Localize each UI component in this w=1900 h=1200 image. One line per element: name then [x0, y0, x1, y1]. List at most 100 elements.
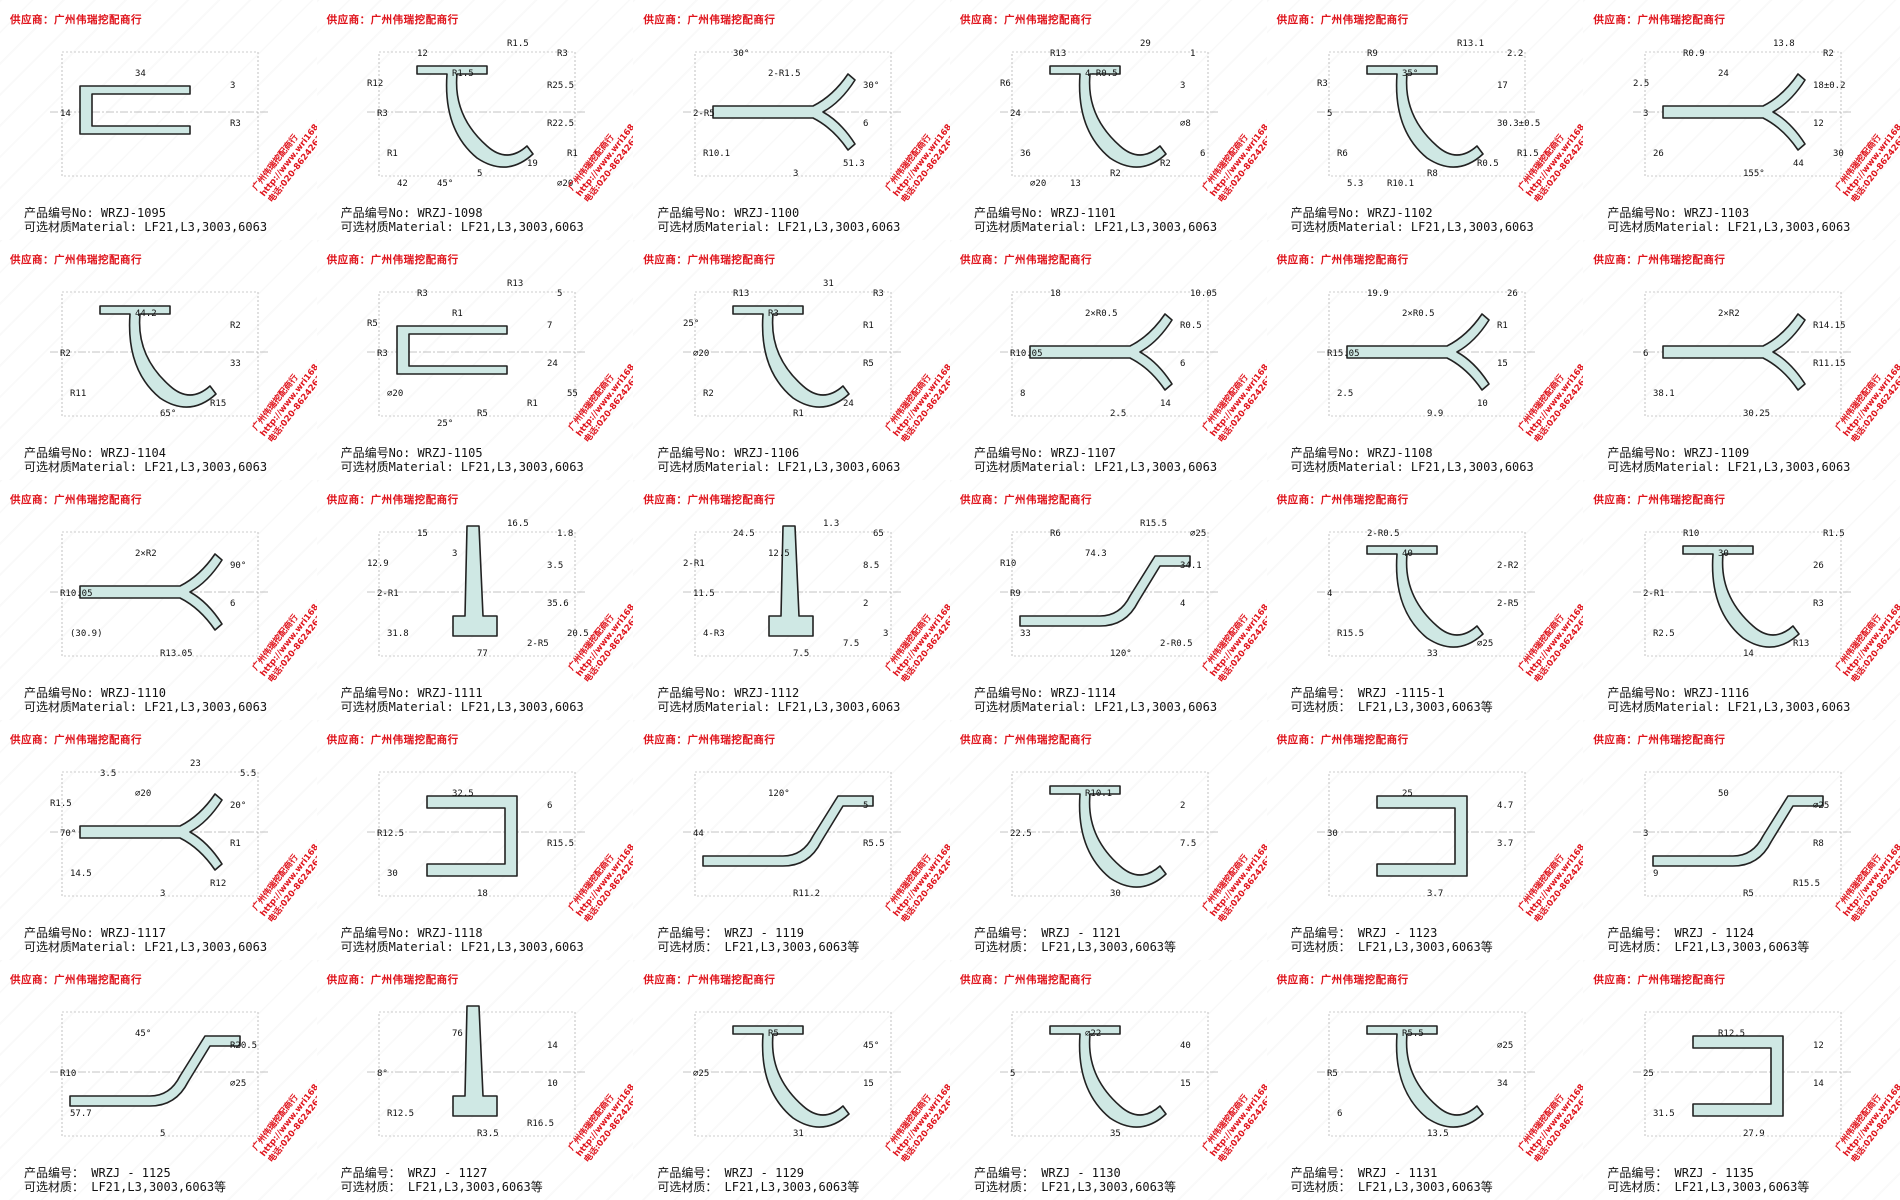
dimension-label: ⌀25: [693, 1069, 709, 1079]
supplier-label: 供应商：广州伟瑞挖配商行: [1593, 254, 1726, 266]
dimension-label: R5: [768, 1029, 779, 1039]
profile-outline: [69, 1035, 241, 1107]
supplier-label: 供应商：广州伟瑞挖配商行: [1276, 734, 1409, 746]
dimension-label: 24.5: [733, 529, 755, 539]
part-materials: 可选材质： LF21,L3,3003,6063等: [340, 1180, 543, 1194]
dimension-label: 34.1: [1180, 561, 1202, 571]
dimension-label: R16.5: [527, 1119, 554, 1129]
dimension-label: 13: [1070, 179, 1081, 189]
part-materials: 可选材质Material: LF21,L3,3003,6063: [973, 220, 1218, 234]
part-materials: 可选材质： LF21,L3,3003,6063等: [1290, 940, 1493, 954]
dimension-guide: [1011, 531, 1209, 657]
part-number: 产品编号： WRZJ - 1121: [973, 926, 1121, 940]
dimension-label: 1: [1190, 49, 1195, 59]
dimension-label: 44: [693, 829, 704, 839]
dimension-label: R8: [1427, 169, 1438, 179]
dimension-label: 33: [1427, 649, 1438, 659]
dimension-label: 55: [567, 389, 578, 399]
dimension-label: 33: [1020, 629, 1031, 639]
part-materials: 可选材质Material: LF21,L3,3003,6063: [657, 700, 901, 714]
dimension-label: 7.5: [793, 649, 809, 659]
dimension-label: R14.15: [1813, 321, 1846, 331]
dimension-label: R1.5: [1823, 529, 1845, 539]
dimension-label: R13.1: [1457, 39, 1484, 49]
dimension-label: 3: [1643, 109, 1648, 119]
dimension-label: R1: [793, 409, 804, 419]
part-materials: 可选材质Material: LF21,L3,3003,6063: [657, 220, 901, 234]
dimension-label: 155°: [1743, 169, 1765, 179]
dimension-label: R10.1: [1387, 179, 1414, 189]
dimension-label: R10.1: [703, 149, 730, 159]
dimension-guide: [1645, 771, 1842, 897]
profile-outline: [395, 325, 508, 375]
profile-outline: [1365, 545, 1484, 648]
dimension-label: 30: [1718, 549, 1729, 559]
dimension-label: 34: [135, 69, 146, 79]
dimension-label: R12.5: [1718, 1029, 1745, 1039]
dimension-label: R5.5: [863, 839, 885, 849]
dimension-label: 6: [230, 599, 235, 609]
supplier-label: 供应商：广州伟瑞挖配商行: [959, 14, 1092, 26]
dimension-label: 70°: [60, 829, 76, 839]
supplier-label: 供应商：广州伟瑞挖配商行: [959, 734, 1092, 746]
profile-outline: [1365, 65, 1484, 168]
dimension-label: R0.5: [1477, 159, 1499, 169]
dimension-label: 3.7: [1427, 889, 1443, 899]
part-materials: 可选材质： LF21,L3,3003,6063等: [24, 1180, 227, 1194]
dimension-label: 3: [793, 169, 798, 179]
part-number: 产品编号： WRZJ - 1125: [24, 1166, 171, 1180]
dimension-label: 35: [1110, 1129, 1121, 1139]
dimension-label: R2: [1823, 49, 1834, 59]
dimension-label: R10: [1683, 529, 1699, 539]
dimension-label: R15: [210, 399, 226, 409]
dimension-label: 3: [1643, 829, 1648, 839]
dimension-label: 12: [417, 49, 428, 59]
part-number: 产品编号No: WRZJ-1104: [24, 446, 166, 460]
dimension-label: R1: [230, 839, 241, 849]
supplier-label: 供应商：广州伟瑞挖配商行: [1593, 734, 1726, 746]
supplier-label: 供应商：广州伟瑞挖配商行: [959, 974, 1092, 986]
dimension-label: 45°: [863, 1041, 879, 1051]
part-materials: 可选材质Material: LF21,L3,3003,6063: [657, 460, 901, 474]
dimension-guide: [378, 291, 575, 417]
profile-outline: [451, 1005, 498, 1117]
dimension-label: 20.5: [567, 629, 589, 639]
dimension-label: 16.5: [507, 519, 529, 529]
dimension-label: 2-R1: [1643, 589, 1665, 599]
part-materials: 可选材质Material: LF21,L3,3003,6063: [1290, 460, 1534, 474]
dimension-label: 7.5: [1180, 839, 1196, 849]
part-materials: 可选材质Material: LF21,L3,3003,6063: [24, 220, 268, 234]
dimension-label: R6: [1337, 149, 1348, 159]
dimension-label: 65°: [160, 409, 176, 419]
dimension-guide: [61, 291, 259, 417]
profile-outline: [732, 305, 851, 408]
dimension-label: R1: [567, 149, 578, 159]
profile-outline: [712, 73, 857, 151]
dimension-label: R1: [1497, 321, 1508, 331]
dimension-label: 5: [1010, 1069, 1015, 1079]
dimension-label: R13.05: [160, 649, 193, 659]
dimension-guide: [695, 291, 892, 417]
part-number: 产品编号： WRZJ - 1129: [657, 1166, 805, 1180]
dimension-label: (30.9): [70, 629, 103, 639]
